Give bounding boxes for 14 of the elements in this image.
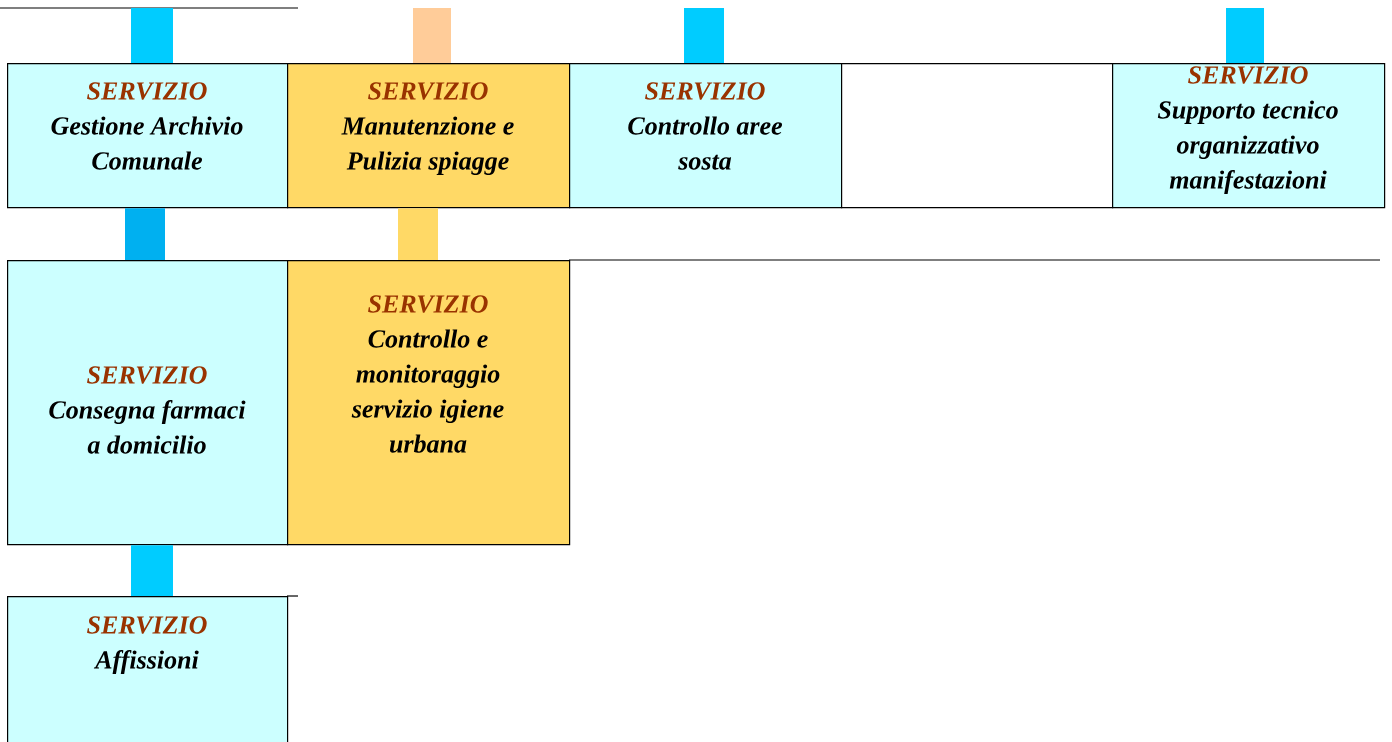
connector-bar xyxy=(131,8,173,63)
connector-bar xyxy=(131,545,173,596)
service-box: SERVIZIO Supporto tecnico organizzativo manifestazioni xyxy=(1112,63,1386,209)
service-box: SERVIZIO Controllo e monitoraggio servizio igiene urbana xyxy=(287,260,571,546)
service-box: SERVIZIO Manutenzione e Pulizia spiagge xyxy=(287,63,571,209)
connector-bar xyxy=(413,8,451,63)
service-box: SERVIZIO Controllo aree sosta xyxy=(569,63,843,209)
service-box: SERVIZIO Gestione Archivio Comunale xyxy=(7,63,289,209)
connector-bar xyxy=(684,8,724,63)
connector-bar xyxy=(1226,8,1264,63)
service-box: SERVIZIO Affissioni xyxy=(7,596,289,742)
service-box: SERVIZIO Consegna farmaci a domicilio xyxy=(7,260,289,546)
connector-bar xyxy=(398,208,438,260)
connector-bar xyxy=(125,208,165,260)
